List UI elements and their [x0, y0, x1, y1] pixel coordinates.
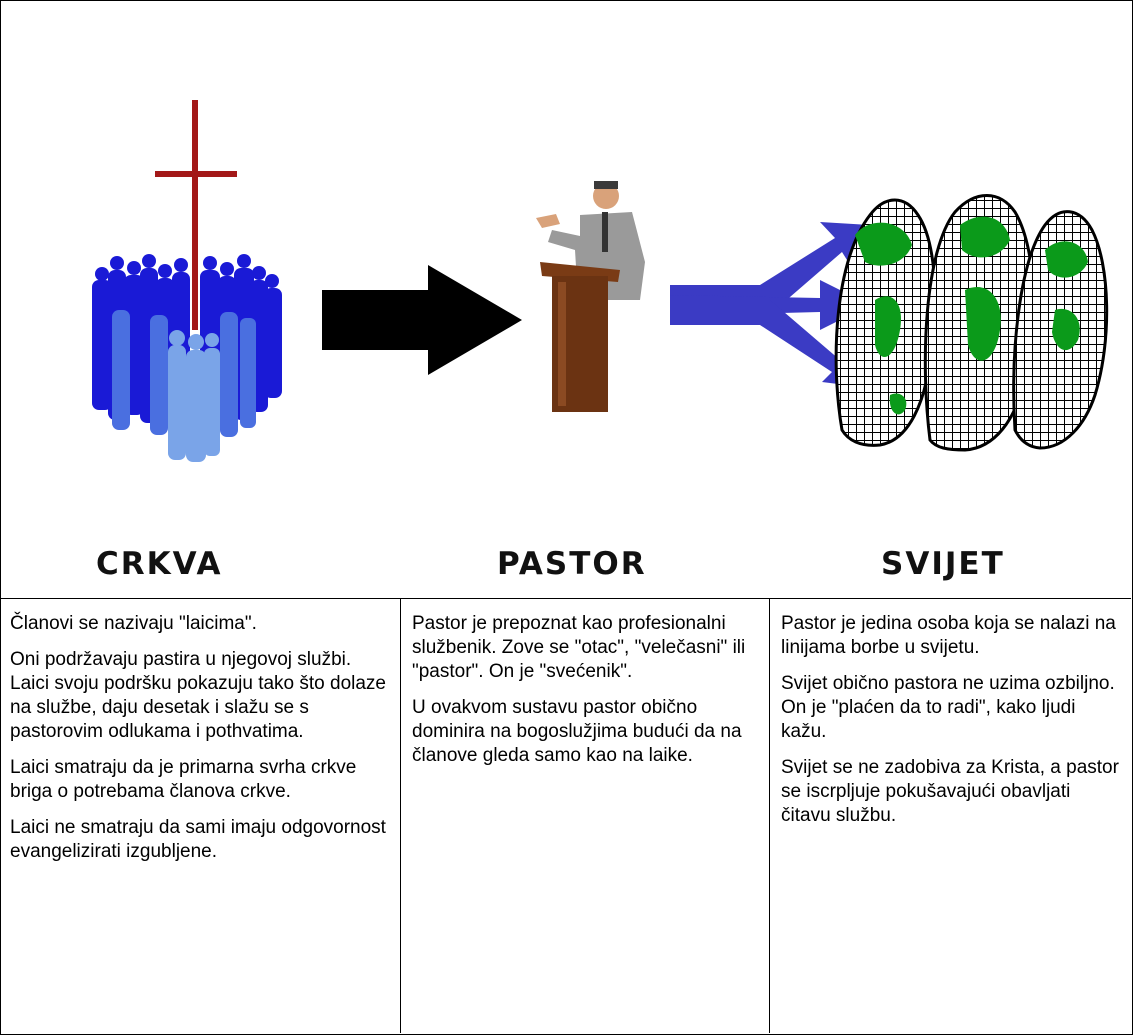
column-world: Pastor je jedina osoba koja se nalazi na… [771, 599, 1131, 1033]
column-pastor: Pastor je prepoznat kao profesionalni sl… [402, 599, 770, 1033]
church-paragraph-4: Laici ne smatraju da sami imaju odgovorn… [10, 817, 386, 862]
label-church: CRKVA [96, 546, 223, 582]
cross-icon [155, 100, 237, 330]
pastor-paragraph-1: Pastor je prepoznat kao profesionalni sl… [412, 613, 746, 682]
church-paragraph-1: Članovi se nazivaju "laicima". [10, 613, 257, 634]
split-arrow-icon [670, 222, 870, 388]
label-pastor: PASTOR [497, 546, 647, 582]
column-church: Članovi se nazivaju "laicima". Oni podrž… [0, 599, 401, 1033]
pastor-paragraph-2: U ovakvom sustavu pastor obično dominira… [412, 697, 742, 766]
world-paragraph-1: Pastor je jedina osoba koja se nalazi na… [781, 613, 1116, 658]
crowd-icon [92, 254, 282, 462]
label-world: SVIJET [881, 546, 1005, 582]
diagram-svg [92, 100, 1109, 462]
church-paragraph-3: Laici smatraju da je primarna svrha crkv… [10, 757, 357, 802]
world-paragraph-3: Svijet se ne zadobiva za Krista, a pasto… [781, 757, 1119, 826]
world-paragraph-2: Svijet obično pastora ne uzima ozbiljno.… [781, 673, 1115, 742]
preacher-icon [536, 181, 645, 300]
diagram-graphic [0, 100, 1131, 599]
pulpit-icon [540, 262, 620, 412]
globe-icon [834, 194, 1109, 452]
arrow-right-icon [322, 265, 522, 375]
church-paragraph-2: Oni podržavaju pastira u njegovoj službi… [10, 649, 387, 742]
